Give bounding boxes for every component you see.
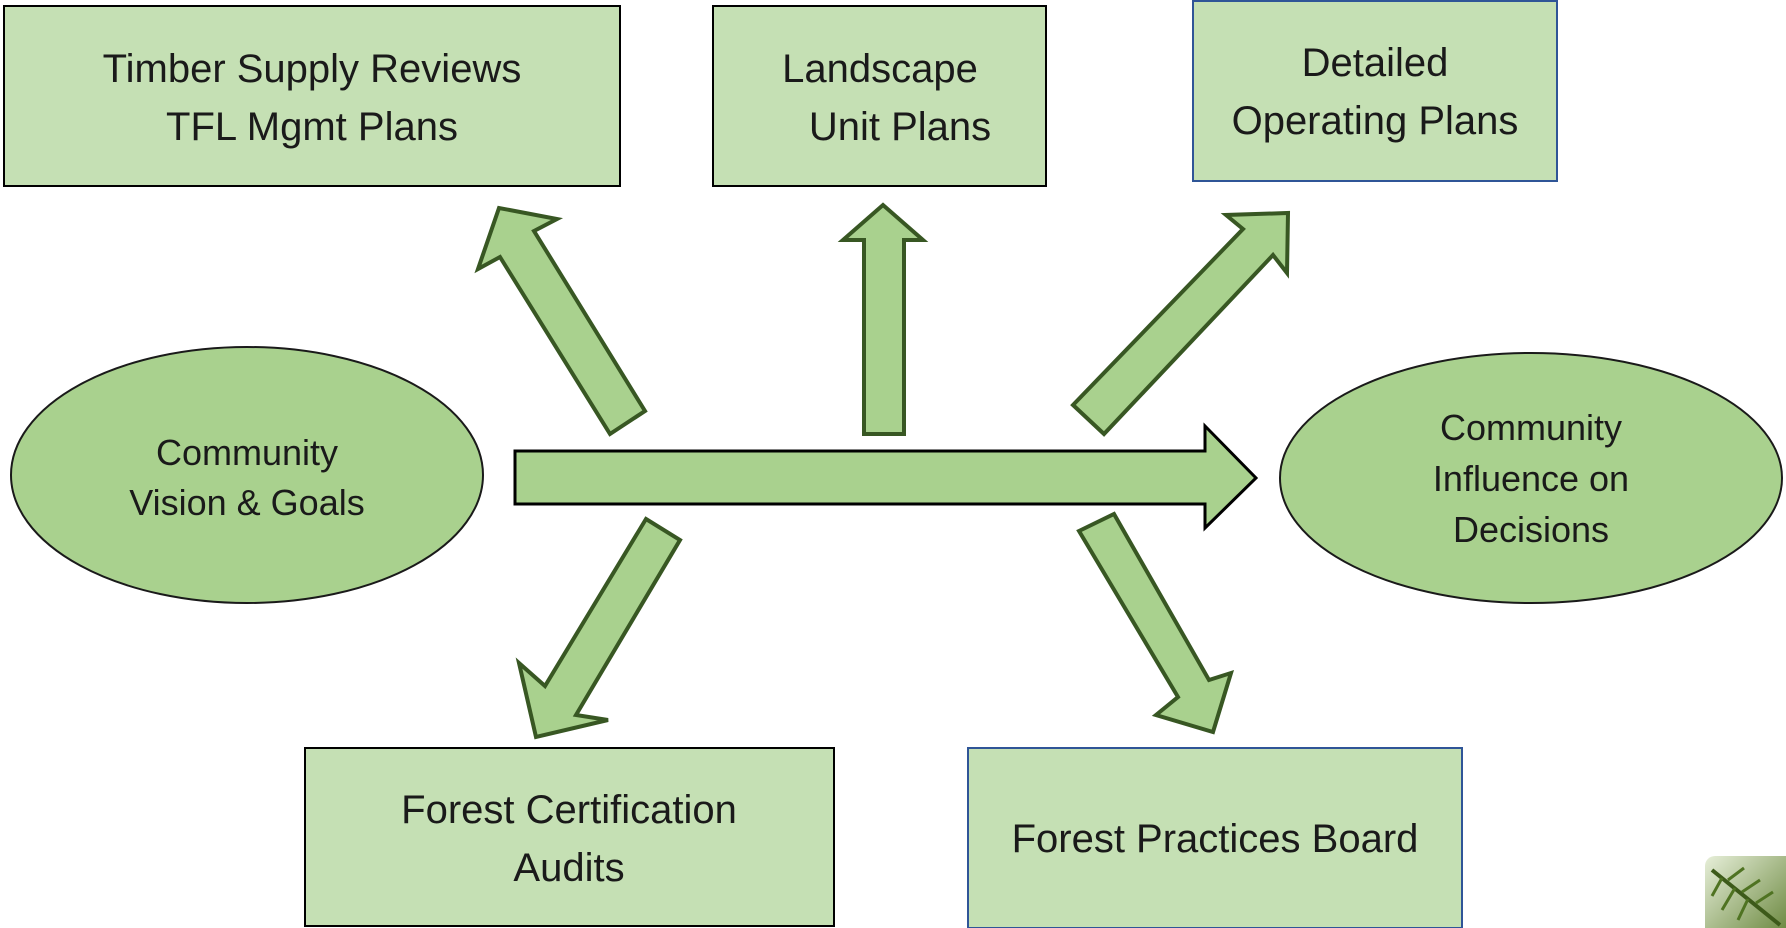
- box-certification-line2: Audits: [513, 846, 624, 890]
- box-timber-line1: Timber Supply Reviews: [103, 47, 522, 91]
- box-detailed-operating-plans: Detailed Operating Plans: [1192, 0, 1558, 182]
- ellipse-influence-line1: Community: [1440, 407, 1622, 448]
- ellipse-influence-line2: Influence on: [1433, 458, 1629, 499]
- arrow-upleft-timber: [474, 205, 648, 437]
- ellipse-community-vision: Community Vision & Goals: [10, 346, 484, 604]
- box-landscape-line1: Landscape: [782, 47, 978, 91]
- arrow-downright-practices: [1076, 511, 1235, 735]
- arrow-downleft-certification: [515, 516, 683, 740]
- arrow-upright-operating: [1070, 210, 1291, 437]
- box-landscape-unit-plans: Landscape Unit Plans: [712, 5, 1047, 187]
- ellipse-influence-line3: Decisions: [1453, 509, 1609, 550]
- box-forest-practices-board: Forest Practices Board: [967, 747, 1463, 928]
- fir-branch-photo: [1705, 856, 1786, 928]
- box-operating-line2: Operating Plans: [1232, 99, 1519, 143]
- box-landscape-line2: Unit Plans: [809, 105, 991, 149]
- ellipse-community-influence: Community Influence on Decisions: [1279, 352, 1783, 604]
- box-practices-line1: Forest Practices Board: [1012, 817, 1419, 861]
- box-forest-certification-audits: Forest Certification Audits: [304, 747, 835, 927]
- ellipse-vision-line1: Community: [156, 432, 338, 473]
- box-certification-line1: Forest Certification: [401, 788, 737, 832]
- box-timber-supply-reviews: Timber Supply Reviews TFL Mgmt Plans: [3, 5, 621, 187]
- main-right-arrow: [513, 422, 1259, 532]
- box-timber-line2: TFL Mgmt Plans: [166, 105, 458, 149]
- ellipse-vision-line2: Vision & Goals: [129, 482, 364, 523]
- box-operating-line1: Detailed: [1302, 41, 1449, 85]
- arrow-up-landscape: [837, 202, 929, 436]
